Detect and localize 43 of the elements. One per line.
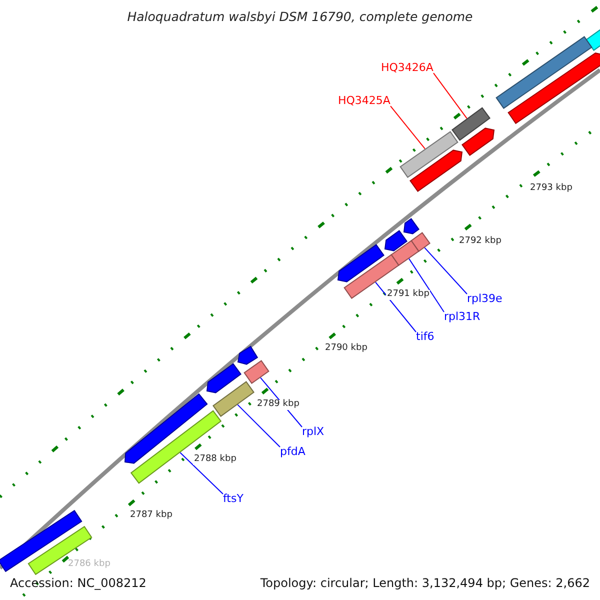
gene-feature [462, 128, 495, 156]
gene-feature [410, 232, 430, 252]
map-title: Haloquadratum walsbyi DSM 16790, complete genome [127, 10, 473, 24]
scale-label: 2787 kbp [129, 511, 174, 521]
leader-line [408, 258, 444, 312]
gene-label: pfdA [280, 446, 306, 458]
gene-feature [337, 244, 384, 282]
gene-feature [403, 218, 420, 234]
gene-feature [206, 363, 242, 394]
gene-label: HQ3426A [381, 62, 434, 74]
leader-line [424, 247, 468, 294]
scale-label: 2793 kbp [529, 184, 574, 194]
scale-label: 2791 kbp [386, 290, 430, 300]
gene-feature [384, 230, 408, 252]
scale-label: 2790 kbp [324, 344, 368, 354]
gene-feature [390, 240, 420, 266]
genome-summary: Topology: circular; Length: 3,132,494 bp; Genes: 2,662 [260, 577, 590, 590]
leader-line [375, 282, 416, 332]
gene-label: HQ3425A [338, 95, 390, 108]
leader-line [390, 106, 426, 150]
scale-label: 2786 kbp [67, 560, 112, 570]
gene-feature [212, 381, 254, 417]
gene-label: rpl31R [444, 311, 480, 324]
scale-label: 2788 kbp [193, 455, 238, 465]
gene-feature [496, 36, 592, 109]
gene-feature [400, 131, 458, 178]
gene-label: rplX [302, 426, 324, 438]
scale-label: 2792 kbp [458, 237, 502, 247]
leader-line [237, 404, 280, 448]
leader-line [433, 72, 468, 119]
gene-feature [508, 52, 600, 124]
gene-label: tif6 [416, 331, 434, 344]
gene-feature [237, 346, 258, 365]
accession-text: Accession: NC_008212 [10, 577, 146, 590]
gene-label: ftsY [223, 493, 244, 506]
gene-feature [410, 150, 463, 192]
gene-label: rpl39e [467, 293, 502, 306]
scale-label: 2789 kbp [256, 400, 300, 410]
gene-feature [130, 410, 222, 484]
leader-line [180, 452, 224, 494]
gene-feature [244, 360, 270, 384]
gene-feature [452, 107, 490, 141]
gene-feature [28, 526, 92, 576]
